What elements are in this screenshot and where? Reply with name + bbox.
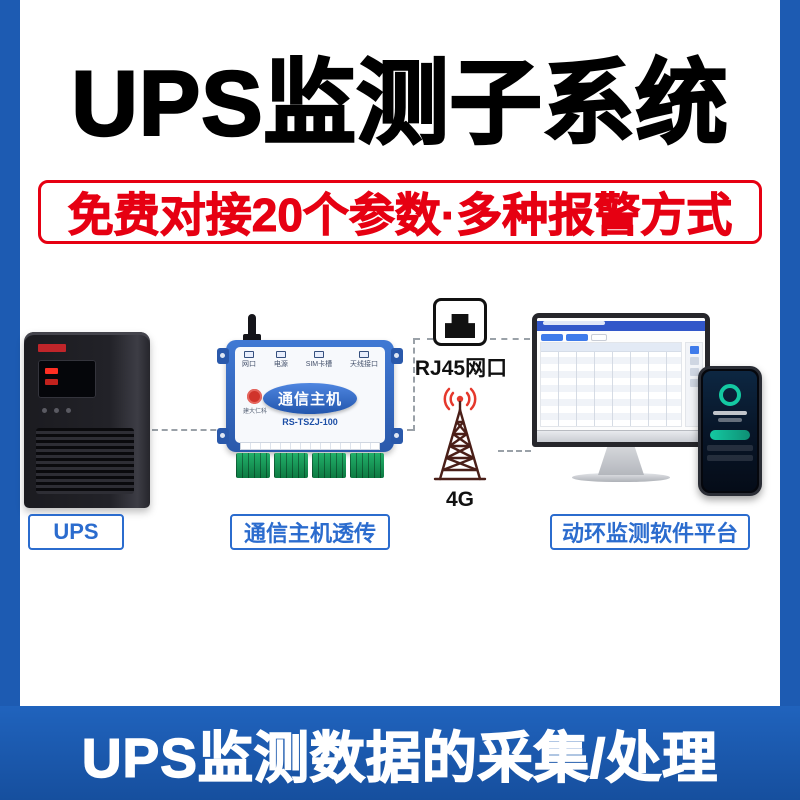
port-label: 天线接口: [349, 361, 378, 368]
footer-text: UPS监测数据的采集/处理: [81, 726, 719, 790]
port-label: SIM卡槽: [305, 361, 333, 368]
port-item: 电源: [274, 351, 288, 369]
brand-name: 建大仁科: [242, 409, 267, 415]
software-toolbar: [537, 331, 705, 344]
port-label: 网口: [242, 361, 256, 368]
rj45-jack-shape: [445, 314, 475, 338]
brand-logo-icon: [247, 389, 262, 404]
caption-host: 通信主机透传: [230, 514, 390, 550]
port-item: 天线接口: [350, 351, 378, 369]
mounting-ear: [217, 348, 229, 364]
software-titlebar: [537, 321, 705, 331]
ups-brand-badge: [38, 344, 66, 352]
app-status-pill: [710, 430, 750, 440]
port-item: 网口: [242, 351, 256, 369]
connector-host-column: [396, 429, 413, 431]
connector-to-rj45: [414, 338, 433, 340]
software-table-header: [541, 343, 681, 352]
caption-platform: 动环监测软件平台: [550, 514, 750, 550]
app-logo-icon: [719, 384, 741, 406]
ups-display: [38, 360, 96, 398]
software-screenshot: [537, 318, 705, 430]
rj45-label: RJ45网口: [414, 357, 508, 380]
sidebar-item-placeholder: [689, 368, 699, 376]
phone: [698, 366, 762, 496]
connector-ups-host: [152, 429, 226, 431]
port-label-row: 网口 电源 SIM卡槽 天线接口: [235, 347, 385, 369]
port-label: 电源: [273, 361, 288, 368]
cellular-label: 4G: [445, 488, 474, 511]
page-title: UPS监测子系统: [70, 52, 729, 156]
footer-banner: UPS监测数据的采集/处理: [0, 706, 800, 800]
app-text-placeholder: [718, 418, 742, 422]
antenna-icon: [248, 314, 256, 342]
monitor-chin: [537, 430, 705, 442]
subtitle-text: 免费对接20个参数·多种报警方式: [67, 189, 733, 242]
sidebar-item-placeholder: [689, 346, 699, 354]
ups-body: [24, 332, 150, 508]
caption-ups: UPS: [28, 514, 124, 550]
terminal-block: [236, 453, 270, 478]
rj45-port-icon: [433, 298, 487, 346]
radio-waves-icon: [443, 387, 477, 411]
cellular-tower-icon: [433, 387, 487, 481]
port-item: SIM卡槽: [306, 351, 332, 369]
antenna-port-icon: [358, 351, 369, 358]
app-text-placeholder: [713, 411, 747, 415]
ups-buttons: [42, 408, 47, 413]
terminal-block: [274, 453, 308, 478]
app-row-placeholder: [707, 445, 753, 451]
mounting-ear: [217, 428, 229, 444]
ups-led-indicator: [45, 368, 58, 374]
host-front-panel: 网口 电源 SIM卡槽 天线接口 建大仁科: [235, 347, 385, 443]
left-border-stripe: [0, 0, 20, 800]
subtitle-banner: 免费对接20个参数·多种报警方式: [38, 180, 762, 244]
right-border-stripe: [780, 0, 800, 800]
monitor-base: [572, 473, 670, 482]
device-name-badge: 通信主机: [263, 383, 357, 414]
device-model: RS-TSZJ-100: [282, 417, 338, 427]
toolbar-button-placeholder: [591, 334, 607, 341]
terminal-pin-labels: [240, 442, 380, 450]
power-port-icon: [275, 351, 286, 358]
terminal-blocks: [236, 453, 384, 478]
connector-4g-monitor: [498, 450, 531, 452]
sidebar-item-placeholder: [689, 357, 699, 365]
app-row-placeholder: [707, 455, 753, 461]
sim-slot-icon: [313, 351, 324, 358]
antenna-base: [243, 334, 261, 342]
sidebar-item-placeholder: [689, 379, 699, 387]
host-body: 网口 电源 SIM卡槽 天线接口 建大仁科: [217, 340, 403, 452]
ethernet-port-icon: [244, 351, 254, 358]
mounting-ear: [391, 348, 403, 364]
phone-app-screen: [703, 371, 757, 491]
toolbar-button-placeholder: [566, 334, 588, 341]
toolbar-button-placeholder: [541, 334, 563, 341]
terminal-block: [350, 453, 384, 478]
connector-vertical: [413, 338, 415, 431]
software-title-placeholder: [543, 321, 605, 325]
monitor: [532, 313, 710, 482]
software-data-table: [540, 342, 682, 427]
ups-device: [24, 332, 150, 508]
monitor-stand: [598, 447, 644, 475]
ups-vent-grille: [36, 428, 134, 494]
monitor-frame: [532, 313, 710, 447]
terminal-block: [312, 453, 346, 478]
mounting-ear: [391, 428, 403, 444]
connector-rj45-monitor: [490, 338, 530, 340]
communication-host-device: 网口 电源 SIM卡槽 天线接口 建大仁科: [217, 314, 403, 482]
